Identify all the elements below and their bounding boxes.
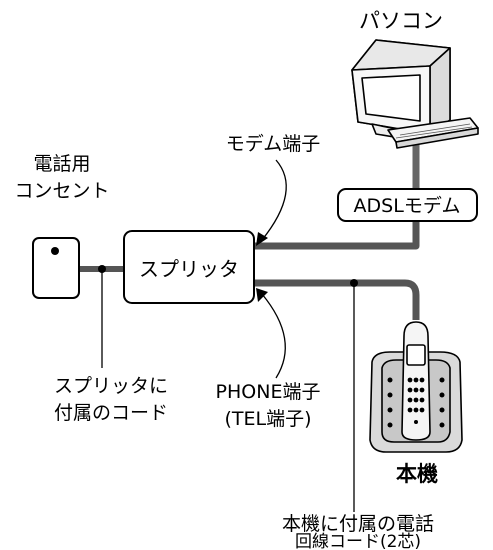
main-unit-label: 本機: [396, 462, 438, 486]
splitter-cord-label-line1: スプリッタに: [54, 375, 168, 397]
modem-port-label: モデム端子: [226, 133, 321, 155]
splitter-label: スプリッタ: [139, 257, 239, 281]
arrow-heads: [256, 232, 268, 302]
wall-outlet: [32, 237, 80, 299]
pc-icon: [351, 39, 479, 149]
modem-port-arrowhead: [256, 232, 268, 246]
phone-port-label-line1: PHONE端子: [216, 381, 321, 403]
adsl-modem-box: ADSLモデム: [337, 188, 478, 222]
phone-port-label-line2: (TEL端子): [224, 408, 311, 430]
line-cord-label-line2: 回線コード(2芯): [295, 532, 421, 550]
adsl-modem-label: ADSLモデム: [354, 195, 461, 217]
pc-label: パソコン: [359, 9, 443, 33]
splitter-cord-label-line2: 付属のコード: [54, 402, 168, 424]
leader-lines: [101, 159, 355, 512]
outlet-label-line2: コンセント: [14, 180, 109, 202]
modem-to-splitter-cable: [254, 220, 420, 250]
phone-port-arrowhead: [256, 288, 268, 302]
cables: [79, 134, 420, 320]
splitter-to-phone-cable: [254, 279, 420, 320]
outlet-label-line1: 電話用: [33, 153, 90, 175]
telephone-icon: [369, 321, 463, 453]
splitter-box: スプリッタ: [123, 230, 255, 304]
line-cord-label-line1: 本機に付属の電話: [282, 513, 434, 535]
